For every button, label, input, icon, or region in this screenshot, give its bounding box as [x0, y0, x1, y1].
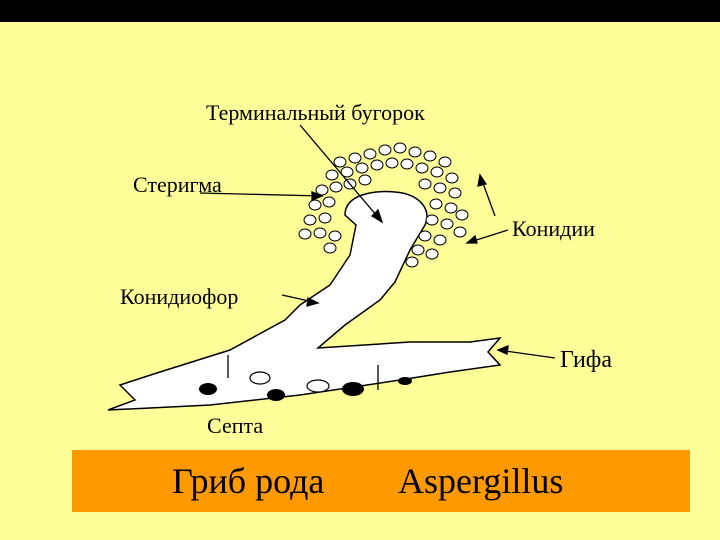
nucleus — [199, 383, 217, 395]
hypha-body — [107, 190, 502, 411]
label-conidiophore: Конидиофор — [120, 284, 238, 309]
arrow-sterigma — [199, 192, 323, 197]
nucleus — [342, 382, 364, 396]
nucleus — [398, 377, 412, 385]
label-terminal-tubercle: Терминальный бугорок — [206, 100, 425, 125]
caption-genus-name: Aspergillus — [398, 461, 564, 501]
top-black-bar — [0, 0, 720, 22]
label-septum: Септа — [207, 413, 263, 438]
label-conidia: Конидии — [512, 216, 595, 241]
nucleus — [267, 389, 285, 401]
caption-banner — [72, 450, 690, 512]
arrow-terminal-tubercle — [299, 124, 383, 223]
label-sterigma: Стеригма — [133, 172, 222, 197]
vacuole — [249, 371, 271, 385]
vacuole — [306, 379, 330, 393]
conidia-cluster — [298, 142, 469, 268]
label-hypha: Гифа — [560, 347, 612, 373]
caption-genus-label: Гриб рода — [172, 461, 325, 501]
pointer-arrows — [199, 124, 556, 359]
